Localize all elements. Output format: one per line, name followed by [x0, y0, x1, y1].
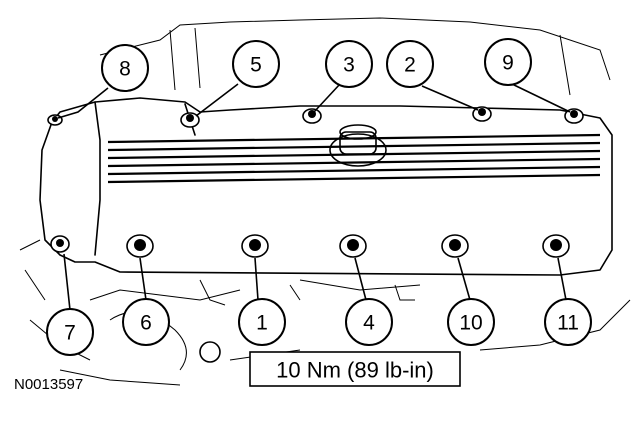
- bolt-1: [241, 234, 269, 258]
- callout-4: 4: [345, 298, 393, 346]
- svg-text:4: 4: [363, 312, 375, 335]
- svg-text:1: 1: [256, 312, 268, 335]
- lower-bolts: [50, 234, 570, 258]
- bolt-3: [302, 108, 322, 124]
- pulley-bolt-shape: [199, 341, 221, 363]
- torque-spec-box: 10 Nm (89 lb-in): [249, 351, 461, 387]
- leader-lines: [57, 83, 571, 311]
- bolt-6: [126, 234, 154, 258]
- figure-id: N0013597: [14, 376, 83, 393]
- callout-3: 3: [325, 40, 373, 88]
- callouts: 8 5 3 2 9 7 6 1: [46, 38, 592, 356]
- bolt-11: [542, 234, 570, 258]
- svg-text:7: 7: [64, 322, 76, 345]
- callout-6: 6: [122, 298, 170, 346]
- bolt-5: [180, 112, 200, 128]
- svg-text:3: 3: [343, 54, 355, 77]
- callout-11: 11: [544, 298, 592, 346]
- oil-filler-cap: [329, 124, 387, 167]
- bolt-7: [50, 235, 70, 253]
- svg-text:10: 10: [459, 312, 482, 335]
- bolt-4: [339, 234, 367, 258]
- bolt-10: [441, 234, 469, 258]
- torque-spec-text: 10 Nm (89 lb-in): [276, 358, 434, 383]
- bolt-8: [47, 114, 63, 126]
- svg-text:5: 5: [250, 54, 262, 77]
- callout-2: 2: [386, 40, 434, 88]
- svg-text:11: 11: [557, 312, 579, 335]
- callout-9: 9: [484, 38, 532, 86]
- callout-5: 5: [232, 40, 280, 88]
- callout-1: 1: [238, 298, 286, 346]
- callout-7: 7: [46, 308, 94, 356]
- svg-text:6: 6: [140, 312, 152, 335]
- callout-8: 8: [101, 44, 149, 92]
- valve-cover: [39, 97, 613, 276]
- svg-text:8: 8: [119, 58, 131, 81]
- svg-text:2: 2: [404, 54, 416, 77]
- callout-10: 10: [447, 298, 495, 346]
- cover-ribs: [107, 133, 601, 184]
- svg-text:9: 9: [502, 52, 514, 75]
